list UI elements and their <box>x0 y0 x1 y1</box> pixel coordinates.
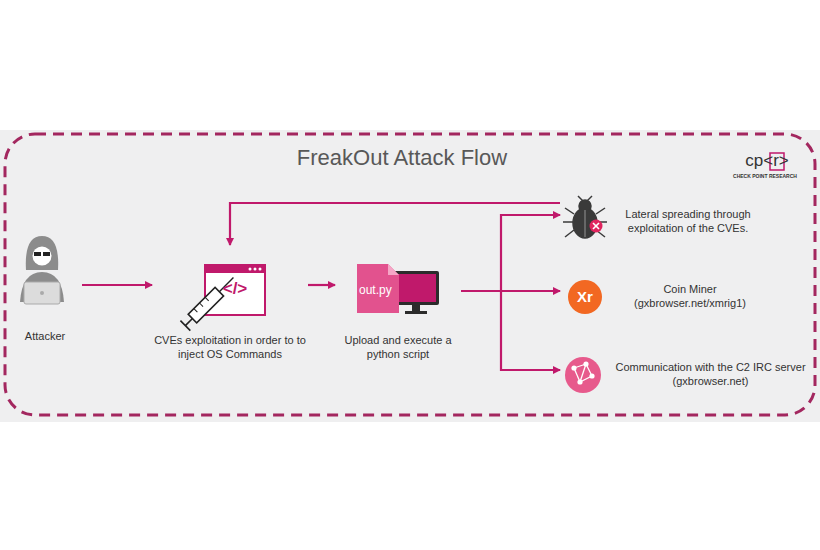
bug-icon <box>563 196 607 238</box>
exploit-node: CVEs exploitation in order to to inject … <box>152 245 308 365</box>
node-caption: Communication with the C2 IRC server <box>608 360 813 374</box>
miner-icon <box>568 280 602 314</box>
node-caption: (gxbrowser.net/xmrig1) <box>615 296 765 310</box>
logo-text: cp<r> <box>737 151 797 170</box>
script-node: out.pyUpload and execute a python script <box>335 262 461 364</box>
document-icon <box>357 264 399 313</box>
node-caption: Upload and execute a python script <box>335 333 461 361</box>
node-caption: Coin Miner <box>615 282 765 296</box>
dashed-frame <box>5 134 815 415</box>
flow-arrow <box>461 215 560 291</box>
flow-arrow <box>230 203 560 245</box>
code-symbol: </> <box>212 279 258 298</box>
spread-node: Lateral spreading through exploitation o… <box>560 195 760 245</box>
node-caption: (gxbrowser.net) <box>608 374 813 388</box>
node-caption: CVEs exploitation in order to to inject … <box>152 333 308 361</box>
network-icon <box>565 357 601 393</box>
computer-icon <box>393 271 439 314</box>
node-caption: Lateral spreading through exploitation o… <box>618 207 758 235</box>
grey-band <box>0 130 820 422</box>
diagram-title: FreakOut Attack Flow <box>0 145 804 171</box>
attacker-icon <box>20 236 64 304</box>
file-name: out.py <box>359 283 399 298</box>
node-caption: Attacker <box>8 329 82 343</box>
c2-node: Communication with the C2 IRC server(gxb… <box>560 348 815 398</box>
attacker-node: Attacker <box>8 225 82 350</box>
logo-subtitle: CHECK POINT RESEARCH <box>732 173 798 180</box>
flow-arrow <box>461 291 560 370</box>
flow-arrow <box>308 284 335 286</box>
flow-arrow <box>82 284 152 286</box>
miner-logo-text: Xr <box>568 288 602 305</box>
